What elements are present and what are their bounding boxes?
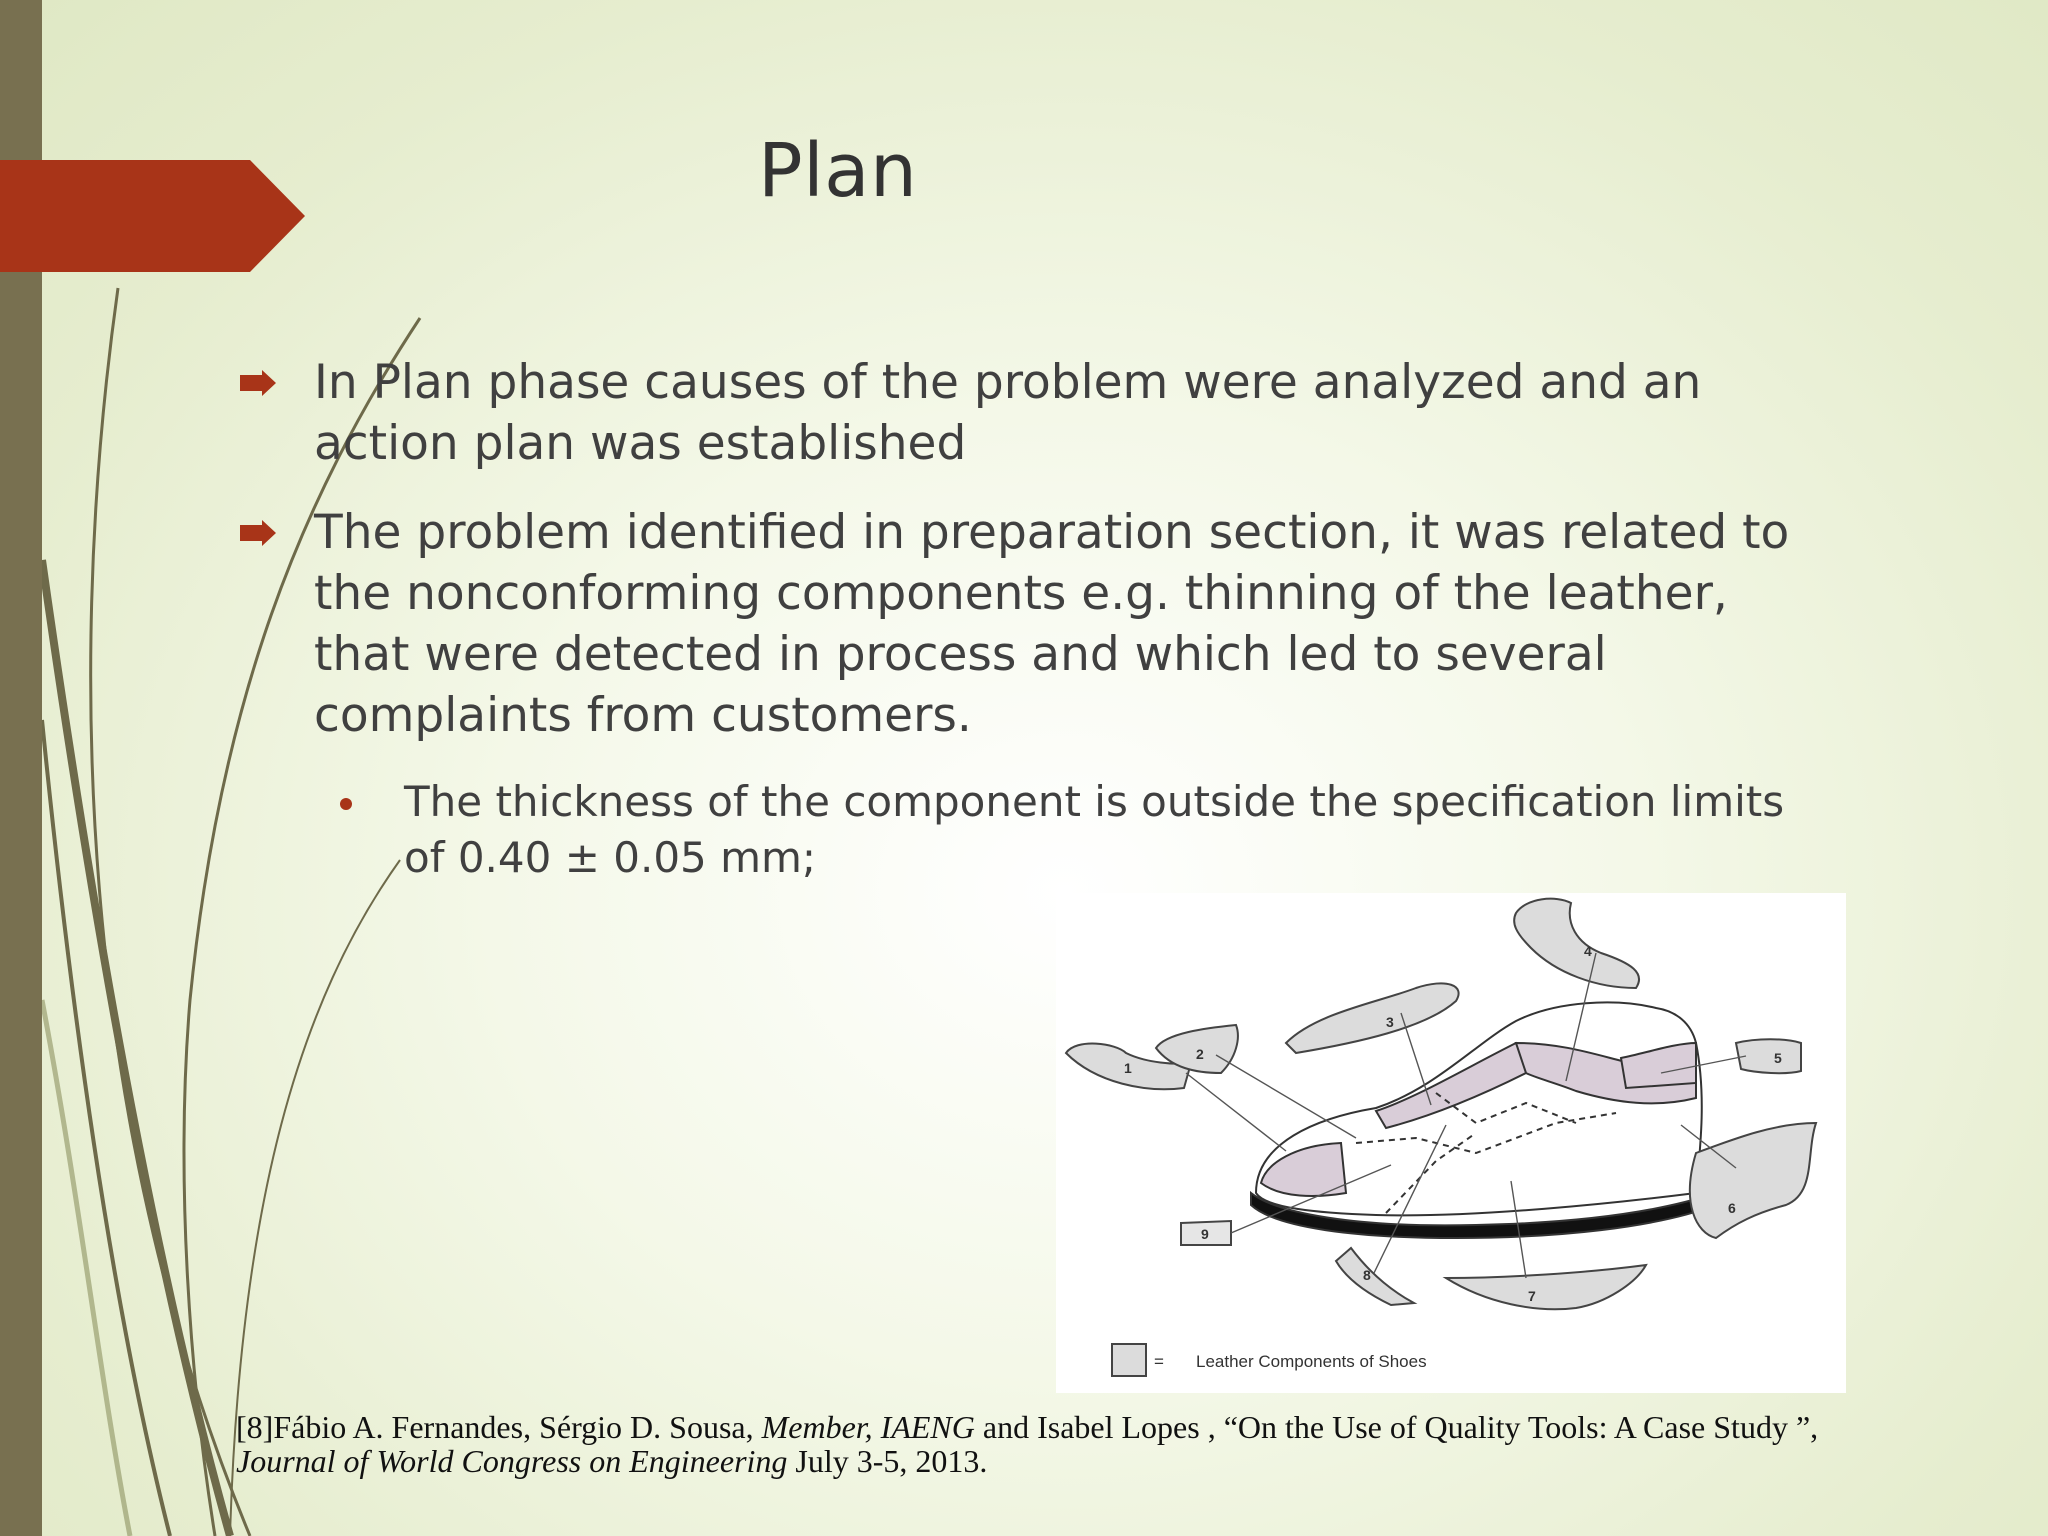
bullet-text: In Plan phase causes of the problem were… (314, 355, 1702, 471)
citation: [8]Fábio A. Fernandes, Sérgio D. Sousa, … (236, 1410, 1856, 1478)
component-number: 6 (1728, 1200, 1736, 1216)
component-number: 9 (1201, 1226, 1209, 1242)
citation-affiliation: Member, IAENG (761, 1409, 975, 1445)
legend-label: Leather Components of Shoes (1196, 1352, 1427, 1371)
component-number: 1 (1124, 1060, 1132, 1076)
sub-bullet-text: The thickness of the component is outsid… (404, 777, 1785, 882)
citation-title: and Isabel Lopes , “On the Use of Qualit… (974, 1409, 1819, 1445)
component-number: 3 (1386, 1014, 1394, 1030)
component-number: 2 (1196, 1046, 1204, 1062)
component-7 (1442, 1263, 1648, 1311)
citation-date: July 3-5, 2013. (787, 1443, 988, 1479)
legend-swatch (1111, 1343, 1147, 1377)
shoe-components-figure: 1 2 3 4 5 6 7 8 9 = Leather Components o… (1056, 893, 1846, 1393)
arrow-bullet-icon (240, 520, 276, 546)
legend-symbol: = (1154, 1352, 1164, 1371)
component-4 (1513, 897, 1641, 990)
component-2 (1154, 1023, 1239, 1075)
loose-components (1064, 897, 1818, 1311)
component-number: 5 (1774, 1050, 1782, 1066)
component-6 (1688, 1121, 1818, 1240)
component-8 (1334, 1246, 1418, 1307)
component-numbers: 1 2 3 4 5 6 7 8 9 (1124, 943, 1782, 1304)
citation-authors: [8]Fábio A. Fernandes, Sérgio D. Sousa, (236, 1409, 762, 1445)
sub-bullet-item: The thickness of the component is outsid… (240, 774, 1800, 886)
arrow-bullet-icon (240, 370, 276, 396)
shoe-diagram: 1 2 3 4 5 6 7 8 9 = Leather Components o… (1064, 897, 1818, 1377)
bullet-item: In Plan phase causes of the problem were… (240, 352, 1800, 474)
leader-lines (1185, 952, 1747, 1279)
figure-legend: = Leather Components of Shoes (1111, 1343, 1427, 1377)
bullet-text: The problem identified in preparation se… (314, 505, 1790, 743)
component-5 (1734, 1038, 1802, 1075)
component-9 (1180, 1219, 1232, 1246)
component-number: 8 (1363, 1267, 1371, 1283)
shoe-body (1250, 1001, 1717, 1240)
bullet-list: In Plan phase causes of the problem were… (240, 352, 1800, 886)
title-accent-arrow (0, 160, 305, 272)
slide-title: Plan (758, 128, 918, 214)
component-3 (1284, 982, 1460, 1055)
bullet-item: The problem identified in preparation se… (240, 502, 1800, 746)
component-number: 7 (1528, 1288, 1536, 1304)
component-number: 4 (1584, 943, 1592, 959)
citation-journal: Journal of World Congress on Engineering (236, 1443, 788, 1479)
dot-bullet-icon (340, 798, 352, 810)
